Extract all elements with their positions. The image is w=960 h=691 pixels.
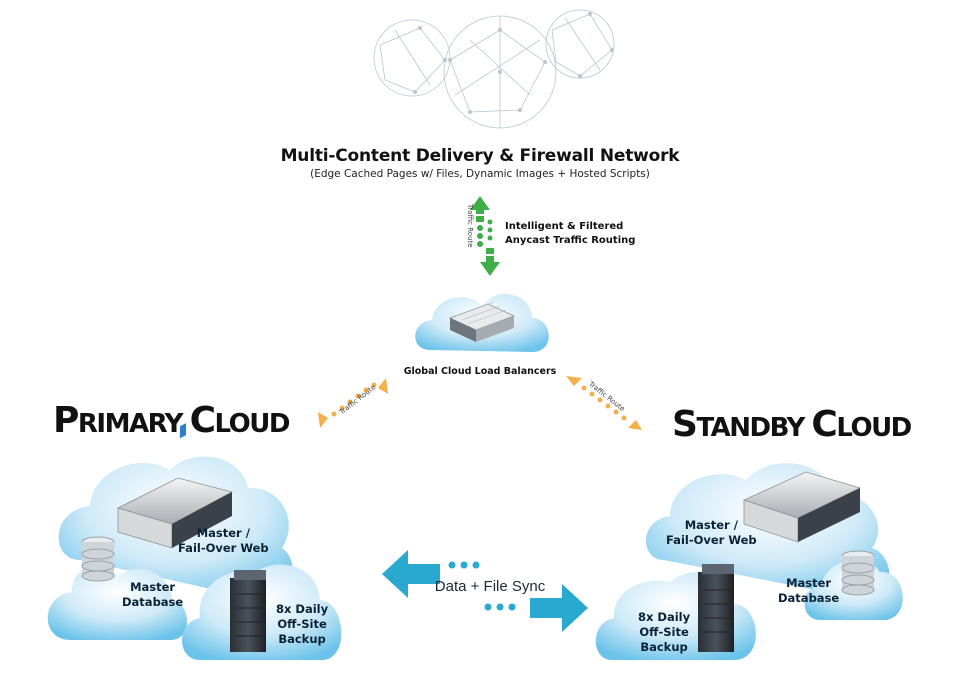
traffic-route-arrow-vertical <box>470 196 500 276</box>
standby-cloud-title: STANDBY CLOUD <box>672 404 912 445</box>
primary-cloud <box>47 456 342 660</box>
traffic-route-arrow-left <box>318 378 388 428</box>
traffic-route-arrow-right <box>566 376 642 430</box>
standby-web-label: Master /Fail-Over Web <box>666 518 757 547</box>
primary-web-label: Master /Fail-Over Web <box>178 526 269 555</box>
primary-cloud-title: PRIMARY CLOUD <box>53 400 290 441</box>
backup-rack-icon <box>230 570 266 652</box>
routing-line-1: Intelligent & Filtered <box>505 221 624 232</box>
load-balancer-cloud <box>415 294 549 352</box>
routing-line-2: Anycast Traffic Routing <box>505 235 636 246</box>
data-sync-arrow-right <box>484 584 588 632</box>
web-server-icon <box>116 423 234 549</box>
data-sync-arrow-left <box>382 550 480 598</box>
database-icon <box>81 536 115 582</box>
traffic-route-label: Traffic Route <box>466 204 474 248</box>
load-balancer-icon <box>448 301 516 342</box>
routing-description: Intelligent & Filtered Anycast Traffic R… <box>505 220 635 248</box>
load-balancer-label: Global Cloud Load Balancers <box>403 366 557 377</box>
database-icon <box>841 550 875 596</box>
web-server-icon <box>742 471 862 543</box>
cdn-subtitle: (Edge Cached Pages w/ Files, Dynamic Ima… <box>310 168 650 180</box>
cdn-title: Multi-Content Delivery & Firewall Networ… <box>280 146 680 166</box>
network-globe-icon <box>373 9 615 129</box>
data-sync-label: Data + File Sync <box>434 578 546 595</box>
backup-rack-icon <box>698 564 734 652</box>
